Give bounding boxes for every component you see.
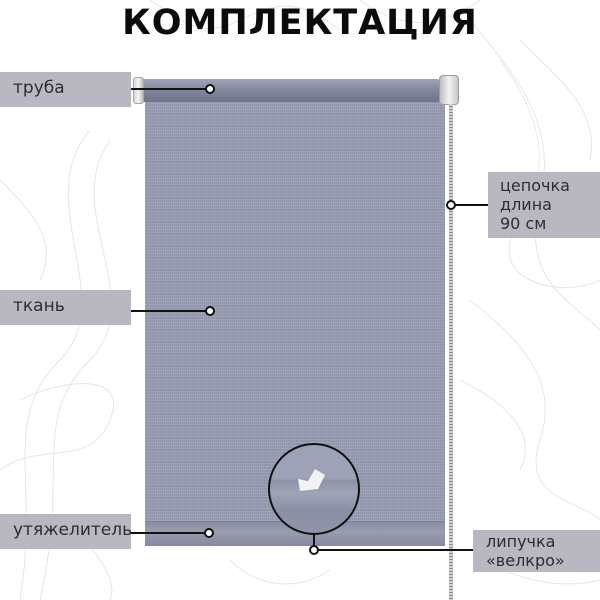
page-title: КОМПЛЕКТАЦИЯ [122,3,478,43]
callout-dot-fabric [205,306,215,316]
label-chain-line-3: 90 см [500,214,547,233]
callout-line-chain [455,204,488,206]
tube-end-cap-right-mechanism [439,75,459,105]
callout-dot-tube [205,84,215,94]
label-velcro: липучка «велкро» [473,530,600,572]
label-fabric: ткань [0,290,131,325]
label-tube-text: труба [13,78,65,98]
label-velcro-line-2: «велкро» [486,551,565,570]
callout-line-tube [131,88,207,90]
label-weight-bar: утяжелитель [0,514,133,549]
label-chain-line-1: цепочка [500,176,570,195]
label-chain: цепочка длина 90 см [488,172,600,238]
label-tube: труба [0,72,131,107]
callout-stem-velcro [313,534,315,546]
label-fabric-text: ткань [13,296,65,316]
velcro-magnifier-circle [268,443,360,535]
tube-end-cap-left [133,77,144,104]
roller-tube [140,79,440,102]
callout-line-weight-bar [131,532,206,534]
label-weight-bar-text: утяжелитель [13,520,133,540]
label-chain-line-2: длина [500,195,552,214]
label-velcro-line-1: липучка [486,532,556,551]
callout-line-velcro [318,549,473,551]
callout-dot-chain [446,200,456,210]
control-chain [449,104,453,600]
callout-line-fabric [131,310,207,312]
callout-dot-weight-bar [204,528,214,538]
callout-dot-velcro [309,545,319,555]
velcro-patch-icon [298,469,325,491]
